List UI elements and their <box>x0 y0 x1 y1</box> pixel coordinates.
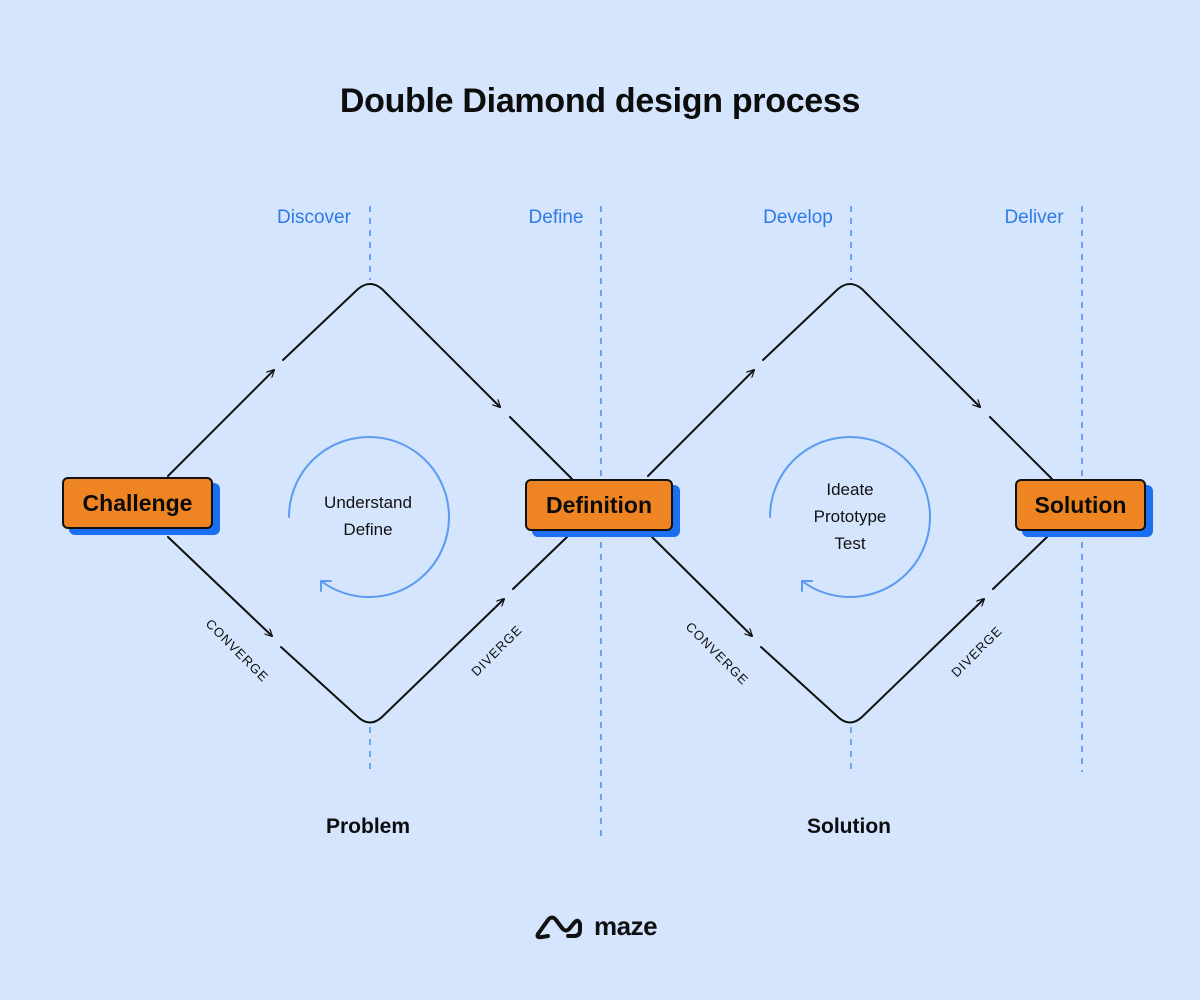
brand-name: maze <box>594 910 658 941</box>
activities-solution: Ideate Prototype Test <box>770 476 930 557</box>
page-title: Double Diamond design process <box>339 82 861 120</box>
phase-label-define: Define <box>528 207 584 228</box>
diamond2-bottom <box>760 599 984 724</box>
cycle-arrow-solution-icon <box>769 436 931 598</box>
diamond1-top <box>282 283 500 407</box>
diamond2-upper-right-out <box>989 416 1053 480</box>
problem-diamond <box>167 283 573 724</box>
diamond1-lower-right-out <box>512 536 568 590</box>
brand-logo: maze <box>534 906 658 946</box>
phase-label-develop: Develop <box>763 207 833 228</box>
phase-label-deliver: Deliver <box>1004 207 1064 228</box>
phase-label-discover: Discover <box>277 207 351 228</box>
diamond2-top <box>762 283 980 407</box>
diamond2-lower-right-out <box>992 536 1048 590</box>
activity-item: Understand <box>324 493 412 512</box>
activity-item: Test <box>834 534 866 553</box>
activity-item: Define <box>343 520 393 539</box>
activities-problem: Understand Define <box>288 489 448 543</box>
space-label-solution: Solution <box>807 815 891 838</box>
space-label-problem: Problem <box>325 815 411 838</box>
diamond1-bottom <box>280 599 504 724</box>
activity-item: Prototype <box>813 507 887 526</box>
stage-solution: Solution <box>1015 479 1146 531</box>
stage-challenge: Challenge <box>62 477 213 529</box>
diamond2-lower-left-in <box>651 536 752 636</box>
diamond1-upper-left-in <box>167 370 274 477</box>
diamond1-lower-left-in <box>167 536 272 636</box>
stage-definition: Definition <box>525 479 673 531</box>
diamond1-upper-right-out <box>509 416 573 480</box>
cycle-arrow-problem-icon <box>288 436 450 598</box>
diamond2-upper-left-in <box>647 370 754 477</box>
maze-logo-icon <box>535 915 582 940</box>
solution-diamond <box>647 283 1053 724</box>
activity-item: Ideate <box>826 480 874 499</box>
